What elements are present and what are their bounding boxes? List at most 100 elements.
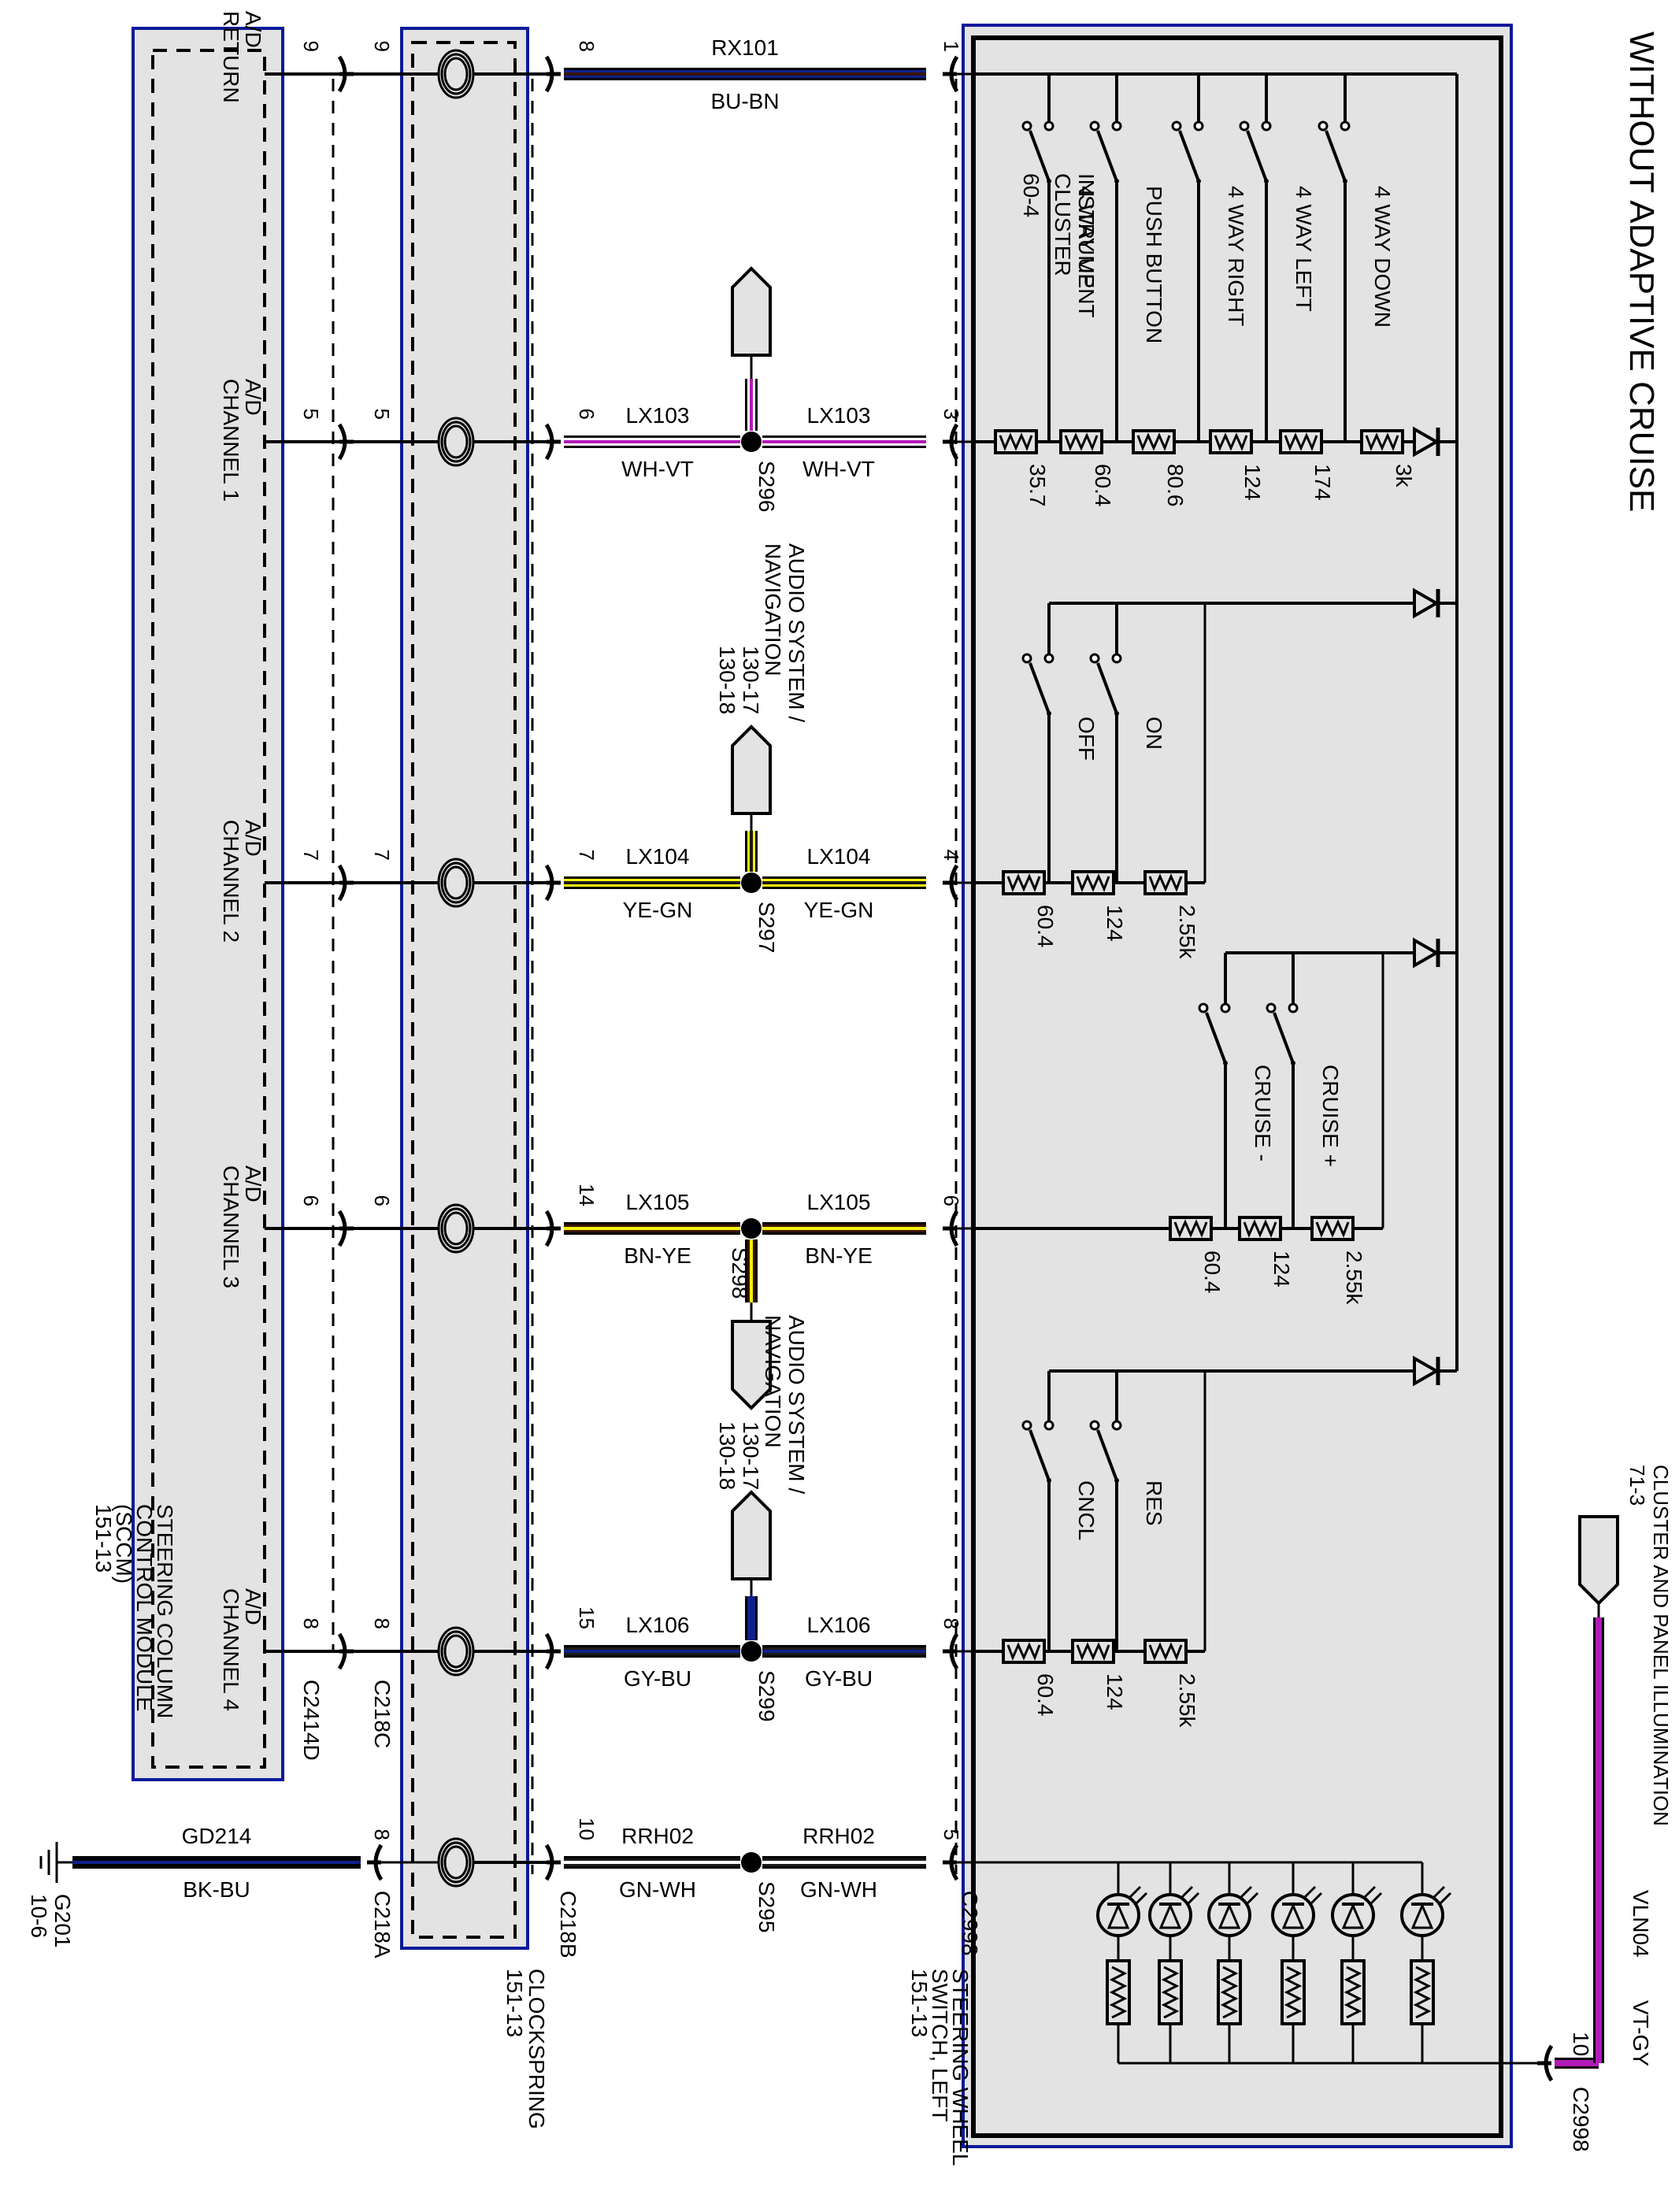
splice-label: S295 bbox=[754, 1881, 779, 1932]
switch-contact bbox=[1111, 653, 1122, 664]
resistor-zigzag bbox=[1173, 1219, 1208, 1238]
led-triangle bbox=[1281, 1903, 1305, 1929]
splice-dot bbox=[741, 1641, 762, 1662]
sccm-module-name-line: 151-13 bbox=[91, 1504, 116, 1573]
wire-color-label: BU-BN bbox=[710, 89, 779, 113]
pointer-shape bbox=[731, 1320, 772, 1410]
resistor-value-label: 60.4 bbox=[1200, 1251, 1225, 1294]
switch-lever bbox=[1029, 662, 1051, 714]
ground-ref-label: 10-6 bbox=[27, 1894, 51, 1938]
switch-module-name-line: SWITCH, LEFT bbox=[928, 1969, 952, 2121]
audio-system-label-line: AUDIO SYSTEM / bbox=[784, 543, 809, 722]
splice-dot bbox=[741, 1218, 762, 1239]
resistor-value-label: 124 bbox=[1269, 1251, 1294, 1288]
coil-ring bbox=[440, 1207, 472, 1250]
resistor-value-label: 2.55k bbox=[1175, 905, 1199, 959]
switch-contact bbox=[1340, 120, 1351, 132]
sccm-pin-label-line: A/D bbox=[241, 820, 265, 857]
component-pointer-icon bbox=[731, 1320, 772, 1410]
sccm-pin-label-line: A/D bbox=[241, 1165, 265, 1202]
switch-contact bbox=[1089, 653, 1100, 664]
led-icon bbox=[1400, 1862, 1452, 2063]
resistor-icon bbox=[1059, 429, 1103, 454]
connector-pin-icon bbox=[544, 55, 561, 93]
resistor-zigzag bbox=[1214, 432, 1248, 451]
led-emission-icon bbox=[1303, 1885, 1323, 1906]
resistor-icon bbox=[1279, 429, 1323, 454]
switch-icon bbox=[1171, 120, 1204, 183]
audio-system-label-line: AUDIO SYSTEM / bbox=[784, 1315, 809, 1494]
pointer-shape bbox=[731, 266, 772, 357]
resistor-icon bbox=[1360, 429, 1404, 454]
diode-icon bbox=[1413, 587, 1440, 619]
wire-color-label: BN-YE bbox=[805, 1243, 873, 1268]
resistor-zigzag bbox=[1006, 1642, 1041, 1661]
switch-label: PUSH BUTTON bbox=[1142, 186, 1166, 343]
sccm-pin-label-line: A/D bbox=[241, 1588, 265, 1625]
switch-lever bbox=[1205, 1012, 1227, 1064]
resistor-zigzag bbox=[1344, 1966, 1362, 2019]
switch-contact bbox=[1021, 653, 1032, 664]
switch-label: CNCL bbox=[1074, 1480, 1099, 1540]
switch-label: 4 WAY DOWN bbox=[1370, 186, 1395, 328]
wire-color-label: GN-WH bbox=[619, 1877, 696, 1902]
audio-system-ref-line: 130-17 bbox=[739, 1421, 763, 1490]
component-pointer-icon bbox=[731, 266, 772, 357]
switch-contact bbox=[1193, 120, 1204, 132]
switch-contact bbox=[1089, 120, 1100, 132]
resistor-value-label: 80.6 bbox=[1163, 464, 1188, 507]
led-triangle bbox=[1158, 1903, 1182, 1929]
circuit-label: RX101 bbox=[711, 35, 779, 60]
audio-system-ref-line: 130-18 bbox=[715, 646, 739, 714]
coil-ring bbox=[443, 57, 469, 91]
connector-pin-icon bbox=[544, 1632, 561, 1670]
clockspring-coil-icon bbox=[437, 417, 475, 467]
splice-dot bbox=[741, 432, 762, 452]
diode-icon bbox=[1413, 1355, 1440, 1387]
audio-system-label-line: NAVIGATION bbox=[761, 543, 785, 676]
component-pointer-icon bbox=[731, 724, 772, 815]
connector-label-c2998: C2998 bbox=[958, 1891, 982, 1956]
resistor-value-label: 174 bbox=[1310, 464, 1335, 501]
resistor-zigzag bbox=[1284, 432, 1318, 451]
resistor-icon bbox=[1410, 1959, 1435, 2025]
switch-label: ON bbox=[1142, 717, 1166, 750]
circuit-label: LX105 bbox=[807, 1190, 871, 1214]
clockspring-module bbox=[400, 27, 529, 1950]
pin-number: 4 bbox=[940, 850, 963, 861]
component-pointer-icon bbox=[1578, 1515, 1619, 1606]
diode-icon bbox=[1413, 937, 1440, 969]
led-icon bbox=[1096, 1862, 1148, 2063]
coil-ring bbox=[443, 1211, 469, 1246]
circuit-label: RRH02 bbox=[802, 1824, 875, 1848]
resistor-icon bbox=[1106, 1959, 1131, 2025]
resistor-icon bbox=[1340, 1959, 1366, 2025]
connector-pin-icon bbox=[544, 1210, 561, 1247]
audio-system-label: AUDIO SYSTEM /NAVIGATION bbox=[761, 543, 809, 722]
resistor-value-label: 60.4 bbox=[1033, 1673, 1058, 1717]
resistor-zigzag bbox=[1136, 432, 1171, 451]
switch-lever bbox=[1178, 130, 1200, 182]
switch-label: RES bbox=[1142, 1480, 1166, 1526]
switch-lever bbox=[1029, 130, 1051, 182]
resistor-zigzag bbox=[1148, 873, 1183, 892]
connector-label-c218b: C218B bbox=[556, 1891, 580, 1958]
pin-number: 8 bbox=[940, 1618, 963, 1629]
sccm-module-name-line: CONTROL MODULE bbox=[132, 1504, 157, 1711]
circuit-label: LX105 bbox=[626, 1190, 690, 1214]
resistor-zigzag bbox=[1315, 1219, 1350, 1238]
coil-ring bbox=[440, 1630, 472, 1673]
illumination-circuit-label: VLN04 bbox=[1629, 1890, 1653, 1958]
resistor-zigzag bbox=[1220, 1966, 1239, 2019]
pin-number: 8 bbox=[575, 41, 599, 52]
switch-contact bbox=[1318, 120, 1329, 132]
resistor-icon bbox=[994, 429, 1038, 454]
